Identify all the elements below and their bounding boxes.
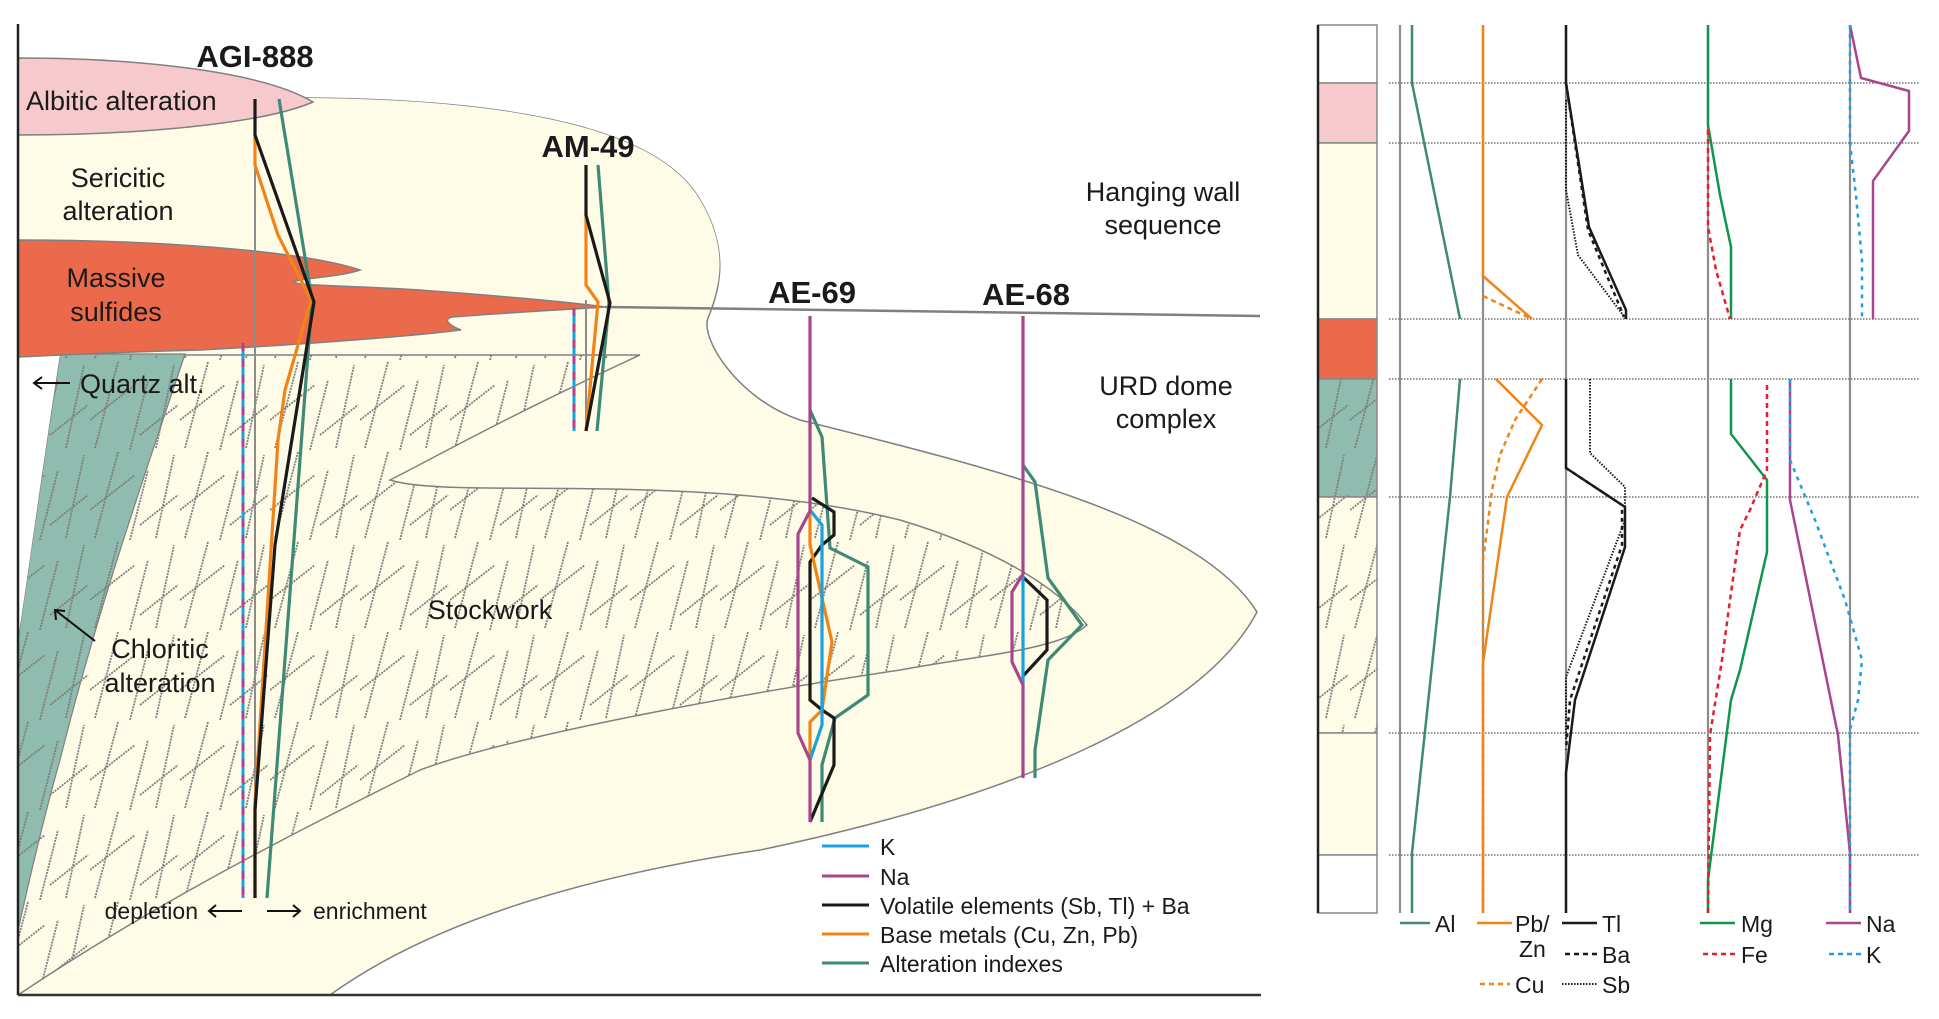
column-unit-albitic xyxy=(1317,82,1378,144)
legend-label-na: Na xyxy=(880,864,910,890)
sb-profile-lower xyxy=(1565,379,1626,740)
legend-label-k-profile: K xyxy=(1866,942,1882,968)
label-massive-1: Massive xyxy=(66,263,165,293)
label-sericitic-1: Sericitic xyxy=(71,163,166,193)
column-unit-dome xyxy=(1317,732,1378,856)
ae-69-na-line xyxy=(796,316,812,822)
label-chloritic-2: alteration xyxy=(104,668,215,698)
contact-line xyxy=(604,305,1261,318)
na-profile-lower xyxy=(1788,379,1852,913)
ae-68-alteration-line xyxy=(1021,464,1085,778)
ae-69-k-line xyxy=(808,509,824,761)
ae-69-volatile-line xyxy=(808,496,836,823)
legend-label-sb: Sb xyxy=(1602,972,1630,998)
fe-profile-upper xyxy=(1706,130,1732,320)
legend-label-base-metals: Base metals (Cu, Zn, Pb) xyxy=(880,922,1138,948)
label-chloritic-1: Chloritic xyxy=(111,634,209,664)
label-urd-dome-2: complex xyxy=(1116,404,1217,434)
drill-hole-label-agi-888: AGI-888 xyxy=(196,39,313,74)
label-hanging-wall-2: sequence xyxy=(1104,210,1221,240)
ba-profile-upper xyxy=(1564,82,1626,318)
label-quartz-alt: Quartz alt. xyxy=(80,369,205,399)
k-profile-lower xyxy=(1788,379,1864,913)
label-albitic-alteration: Albitic alteration xyxy=(26,86,217,116)
column-unit-stockwork xyxy=(1317,496,1378,734)
cu-profile-lower xyxy=(1481,378,1544,913)
legend-label-tl: Tl xyxy=(1602,911,1621,937)
label-stockwork: Stockwork xyxy=(428,595,553,625)
pbzn-profile-upper xyxy=(1481,25,1533,320)
na-profile-upper xyxy=(1848,24,1911,319)
ae-68-na-line xyxy=(1010,316,1025,778)
ae-69-base-metals-line xyxy=(808,512,834,760)
column-unit-chloritic xyxy=(1317,378,1378,498)
tl-profile-upper xyxy=(1564,25,1628,319)
profile-legend: Al Pb/ Zn Cu Tl Ba Sb Mg Fe Na K xyxy=(1400,911,1896,998)
cross-section xyxy=(18,57,1258,995)
drill-hole-label-ae-68: AE-68 xyxy=(982,277,1070,312)
chloritic-arrow-icon xyxy=(53,608,96,642)
legend-label-alteration: Alteration indexes xyxy=(880,951,1063,977)
k-profile-upper xyxy=(1848,25,1864,319)
mg-profile-lower xyxy=(1706,379,1769,913)
sb-profile-upper xyxy=(1565,100,1627,320)
legend-label-k: K xyxy=(880,834,896,860)
am-49-base-metals-line xyxy=(584,215,600,432)
legend-label-pbzn-1: Pb/ xyxy=(1515,911,1550,937)
legend-label-mg: Mg xyxy=(1741,911,1773,937)
label-massive-2: sulfides xyxy=(70,297,162,327)
label-depletion: depletion xyxy=(105,898,198,924)
label-enrichment: enrichment xyxy=(313,898,427,924)
enrichment-arrow-icon xyxy=(267,904,302,918)
drill-hole-label-am-49: AM-49 xyxy=(541,129,634,164)
chloritic-zone xyxy=(18,353,186,931)
cu-profile-upper xyxy=(1482,294,1533,321)
legend-label-pbzn-2: Zn xyxy=(1519,936,1546,962)
agi-888-volatile-line xyxy=(253,99,316,898)
pbzn-profile-lower xyxy=(1481,378,1544,913)
depletion-arrow-icon xyxy=(207,904,242,918)
al-profile-lower xyxy=(1410,378,1462,913)
drill-hole-label-ae-69: AE-69 xyxy=(768,275,856,310)
lithology-column xyxy=(1316,24,1378,914)
legend-label-volatile: Volatile elements (Sb, Tl) + Ba xyxy=(880,893,1190,919)
legend-label-al: Al xyxy=(1435,911,1455,937)
ba-profile-lower xyxy=(1564,466,1624,751)
element-profiles xyxy=(1389,24,1919,914)
drill-hole-profiles xyxy=(241,98,1085,899)
column-unit-top xyxy=(1317,24,1378,84)
fe-profile-lower xyxy=(1706,385,1769,914)
column-unit-sericitic xyxy=(1317,142,1378,320)
label-sericitic-2: alteration xyxy=(62,196,173,226)
mg-profile-upper xyxy=(1706,25,1733,319)
legend-label-na-profile: Na xyxy=(1866,911,1896,937)
column-unit-bottom xyxy=(1317,854,1378,914)
label-urd-dome-1: URD dome xyxy=(1099,371,1233,401)
ae-68-volatile-line xyxy=(1021,575,1049,678)
legend-label-cu: Cu xyxy=(1515,972,1544,998)
column-unit-massive-sulfide xyxy=(1317,318,1378,380)
ae-69-alteration-line xyxy=(808,409,870,822)
legend-label-fe: Fe xyxy=(1741,942,1768,968)
quartz-zone xyxy=(18,354,60,640)
quartz-arrow-icon xyxy=(32,376,70,390)
legend-label-ba: Ba xyxy=(1602,942,1630,968)
am-49-volatile-line xyxy=(584,165,612,432)
label-hanging-wall-1: Hanging wall xyxy=(1086,177,1241,207)
section-legend: K Na Volatile elements (Sb, Tl) + Ba Bas… xyxy=(822,834,1190,977)
albitic-zone xyxy=(18,57,315,136)
al-profile-upper xyxy=(1410,25,1462,320)
